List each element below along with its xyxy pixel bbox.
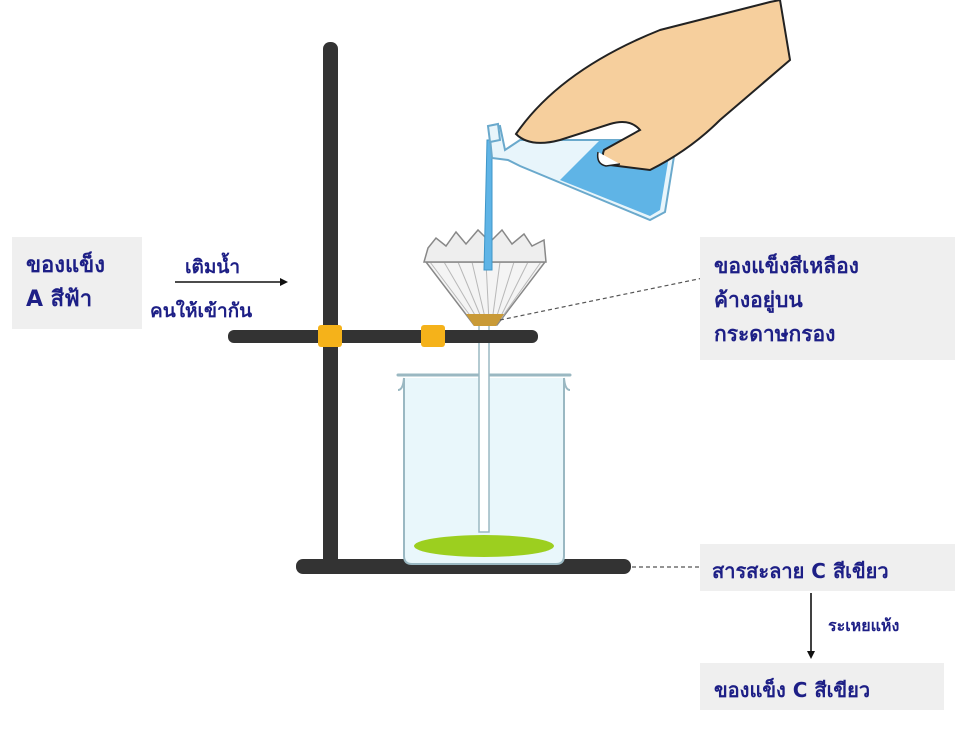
residue-label: ของแข็งสีเหลือง ค้างอยู่บน กระดาษกรอง bbox=[700, 237, 955, 360]
residue-line2: ค้างอยู่บน bbox=[714, 288, 803, 312]
residue-line3: กระดาษกรอง bbox=[714, 322, 836, 346]
add-water-line1: เติมน้ำ bbox=[185, 256, 241, 278]
hand bbox=[514, 0, 792, 172]
green-solution bbox=[414, 535, 554, 557]
clamp-right bbox=[421, 325, 445, 347]
solid-c-label: ของแข็ง C สีเขียว bbox=[700, 663, 944, 710]
solid-a-label: ของแข็ง A สีฟ้า bbox=[12, 237, 142, 329]
clamp-arm bbox=[228, 330, 538, 343]
clamp-left bbox=[318, 325, 342, 347]
filter-funnel bbox=[423, 228, 547, 326]
yellow-residue bbox=[466, 314, 504, 326]
residue-leader bbox=[499, 277, 704, 321]
residue-line1: ของแข็งสีเหลือง bbox=[714, 254, 859, 278]
stand-rod bbox=[323, 42, 338, 572]
solution-c-label: สารสะลาย C สีเขียว bbox=[700, 544, 955, 591]
funnel-stem bbox=[478, 321, 490, 533]
evaporate-label: ระเหยแห้ง bbox=[828, 616, 900, 635]
solid-a-line2: A สีฟ้า bbox=[26, 287, 93, 312]
add-water-line2: คนให้เข้ากัน bbox=[150, 300, 253, 322]
pouring-stream bbox=[483, 139, 493, 271]
solid-a-line1: ของแข็ง bbox=[26, 253, 105, 278]
